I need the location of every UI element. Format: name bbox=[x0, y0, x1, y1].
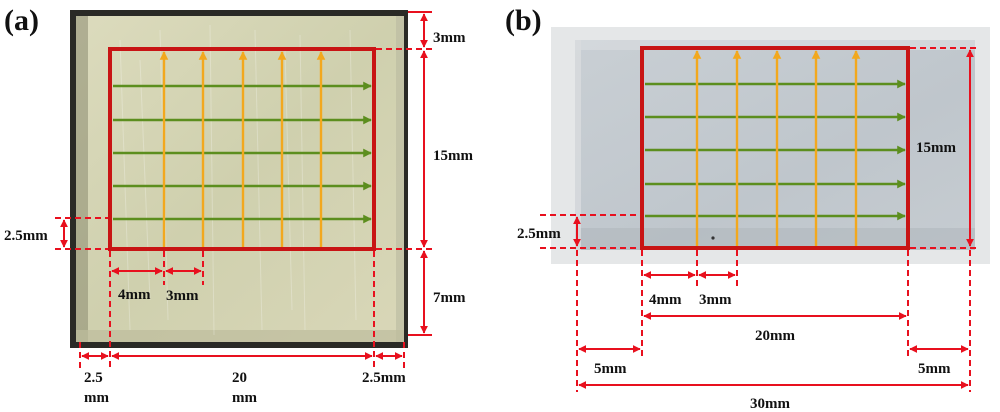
dim-a-left-edge-unit: mm bbox=[84, 390, 109, 406]
dim-a-width: 20 bbox=[232, 370, 247, 386]
dim-b-left-edge: 5mm bbox=[594, 361, 627, 377]
dim-a-bottom: 7mm bbox=[433, 290, 466, 306]
dim-b-x-start: 4mm bbox=[649, 292, 682, 308]
dim-a-right-edge: 2.5mm bbox=[362, 370, 406, 386]
dim-a-x-step: 3mm bbox=[166, 288, 199, 304]
dim-a-top: 3mm bbox=[433, 30, 466, 46]
dim-a-x-start: 4mm bbox=[118, 287, 151, 303]
scan-region-b bbox=[640, 46, 910, 250]
dim-a-left-edge: 2.5 bbox=[84, 370, 103, 386]
dimensions-b bbox=[540, 47, 978, 392]
x-scan-lines-b bbox=[645, 79, 906, 221]
dim-a-offset: 2.5mm bbox=[4, 228, 48, 244]
scan-region-a bbox=[108, 47, 376, 251]
panel-a-label: (a) bbox=[4, 4, 39, 37]
panel-b: (b) bbox=[505, 4, 990, 412]
dim-b-width: 20mm bbox=[755, 328, 795, 344]
dim-b-offset: 2.5mm bbox=[517, 226, 561, 242]
dim-a-height: 15mm bbox=[433, 148, 473, 164]
dimensions-a bbox=[55, 11, 432, 368]
panel-b-label: (b) bbox=[505, 4, 542, 37]
dim-b-total: 30mm bbox=[750, 396, 790, 412]
panel-a: (a) bbox=[4, 4, 473, 406]
dim-a-width-unit: mm bbox=[232, 390, 257, 406]
dim-b-x-step: 3mm bbox=[699, 292, 732, 308]
dim-b-right-edge: 5mm bbox=[918, 361, 951, 377]
sample-a-photo bbox=[70, 10, 408, 348]
dim-b-height: 15mm bbox=[916, 140, 956, 156]
y-scan-lines-b bbox=[692, 50, 861, 246]
y-scan-lines-a bbox=[159, 51, 326, 247]
